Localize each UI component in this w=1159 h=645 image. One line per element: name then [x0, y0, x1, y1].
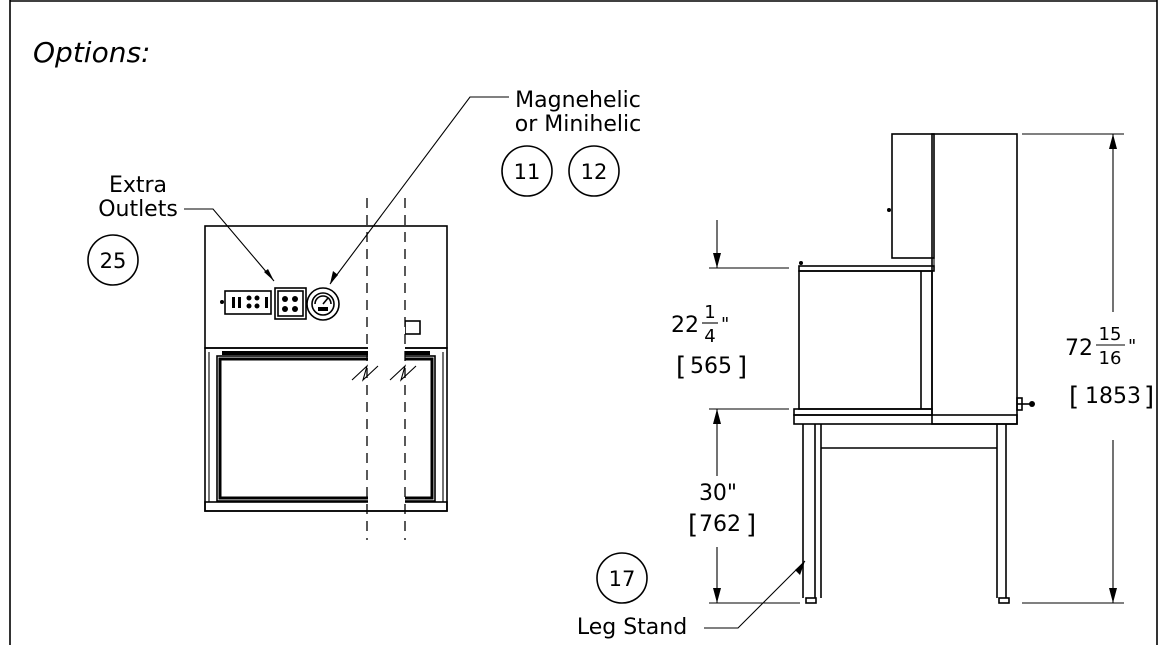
dimension-overall-height: 72 15 16 " [ 1853 ] [1022, 133, 1154, 604]
cabinet-side-view [793, 133, 1035, 604]
overall-height-numerator: 15 [1099, 324, 1122, 345]
overall-height-bracket-left: [ [1069, 382, 1079, 412]
work-height-numerator: 1 [704, 302, 715, 323]
magnehelic-label-2: or Minihelic [515, 112, 641, 137]
work-height-bracket-right: ] [737, 352, 747, 382]
balloon-12-number: 12 [581, 160, 608, 184]
work-height-denominator: 4 [704, 326, 715, 347]
stand-height-metric: 762 [699, 512, 741, 537]
overall-height-denominator: 16 [1099, 348, 1122, 369]
balloon-17-number: 17 [609, 567, 636, 591]
overall-height-metric: 1853 [1085, 384, 1141, 409]
dimension-stand-height: 30" [ 762 ] [688, 481, 800, 604]
work-height-unit: " [721, 314, 729, 335]
work-height-metric: 565 [690, 354, 732, 379]
extra-outlets-option [274, 287, 307, 320]
callout-extra-outlets: Extra Outlets 25 [87, 173, 275, 286]
options-title: Options: [33, 36, 150, 69]
balloon-11-number: 11 [514, 160, 541, 184]
extra-outlets-label-2: Outlets [98, 197, 178, 222]
balloon-25-number: 25 [100, 249, 127, 273]
balloon-12 [568, 145, 620, 197]
magnehelic-label-1: Magnehelic [515, 88, 641, 113]
balloon-17 [596, 552, 648, 604]
overall-height-unit: " [1128, 336, 1136, 357]
stand-height-value: 30" [699, 481, 737, 506]
dimension-work-height: 22 1 4 " [ 565 ] [671, 220, 789, 476]
gauge-icon [306, 287, 340, 321]
stand-height-bracket-right: ] [746, 510, 756, 540]
extra-outlets-label-1: Extra [109, 173, 167, 198]
drawing-border [9, 0, 1158, 645]
work-height-bracket-left: [ [676, 352, 686, 382]
outlet-panel [220, 290, 272, 315]
break-lines [351, 198, 417, 540]
balloon-25 [87, 234, 139, 286]
work-height-whole: 22 [671, 313, 699, 338]
cabinet-front-view [204, 225, 448, 512]
callout-leg-stand: 17 Leg Stand [577, 552, 806, 640]
leg-stand-label: Leg Stand [577, 615, 687, 640]
overall-height-bracket-right: ] [1144, 382, 1154, 412]
overall-height-whole: 72 [1065, 336, 1093, 361]
balloon-11 [501, 145, 553, 197]
callout-magnehelic: Magnehelic or Minihelic 11 12 [329, 88, 641, 285]
stand-height-bracket-left: [ [688, 510, 698, 540]
